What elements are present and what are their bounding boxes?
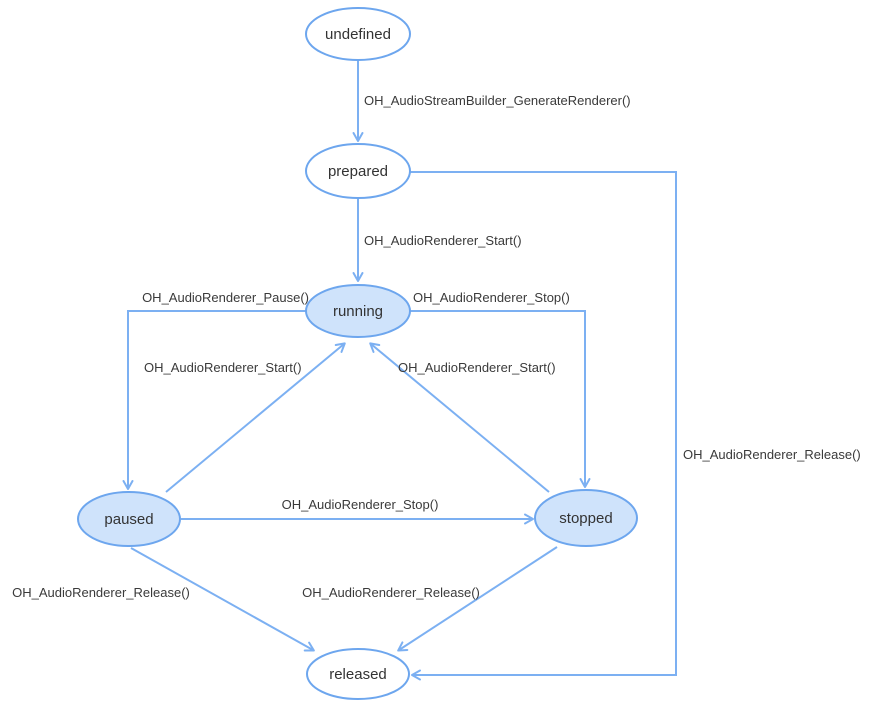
node-running: running	[305, 284, 411, 338]
edge-label-release-left: OH_AudioRenderer_Release()	[12, 585, 190, 600]
edges	[122, 60, 677, 681]
edge-label-release-right: OH_AudioRenderer_Release()	[683, 447, 861, 462]
node-stopped-label: stopped	[559, 510, 612, 527]
edge-label-start-right: OH_AudioRenderer_Start()	[398, 360, 556, 375]
edge-prepared-to-released	[410, 171, 677, 681]
node-undefined: undefined	[305, 7, 411, 61]
node-stopped-shape	[534, 489, 638, 547]
node-paused-label: paused	[104, 511, 153, 528]
edge-paused-to-released	[130, 547, 315, 652]
edge-label-start-left: OH_AudioRenderer_Start()	[144, 360, 302, 375]
edge-running-to-paused	[122, 310, 306, 490]
edge-label-start-top: OH_AudioRenderer_Start()	[364, 233, 522, 248]
edge-paused-to-running	[165, 342, 346, 493]
edge-stopped-to-running	[369, 342, 550, 493]
edge-label-stop-middle: OH_AudioRenderer_Stop()	[282, 497, 439, 512]
nodes: undefined prepared running paused stoppe…	[77, 7, 638, 700]
node-stopped: stopped	[534, 489, 638, 547]
node-released-shape	[306, 648, 410, 700]
node-undefined-shape	[305, 7, 411, 61]
edge-label-release-middle: OH_AudioRenderer_Release()	[302, 585, 480, 600]
node-paused: paused	[77, 491, 181, 547]
node-paused-shape	[77, 491, 181, 547]
edge-stopped-to-released	[397, 546, 558, 652]
node-running-shape	[305, 284, 411, 338]
node-undefined-label: undefined	[325, 26, 391, 43]
edge-labels: OH_AudioStreamBuilder_GenerateRenderer()…	[12, 93, 861, 600]
node-prepared-label: prepared	[328, 163, 388, 180]
edge-label-stop-right: OH_AudioRenderer_Stop()	[413, 290, 570, 305]
edge-running-to-stopped	[410, 310, 591, 488]
node-prepared: prepared	[305, 143, 411, 199]
node-prepared-shape	[305, 143, 411, 199]
node-released-label: released	[329, 666, 387, 683]
edge-label-pause: OH_AudioRenderer_Pause()	[142, 290, 309, 305]
edge-label-generate-renderer: OH_AudioStreamBuilder_GenerateRenderer()	[364, 93, 631, 108]
node-running-label: running	[333, 303, 383, 320]
node-released: released	[306, 648, 410, 700]
